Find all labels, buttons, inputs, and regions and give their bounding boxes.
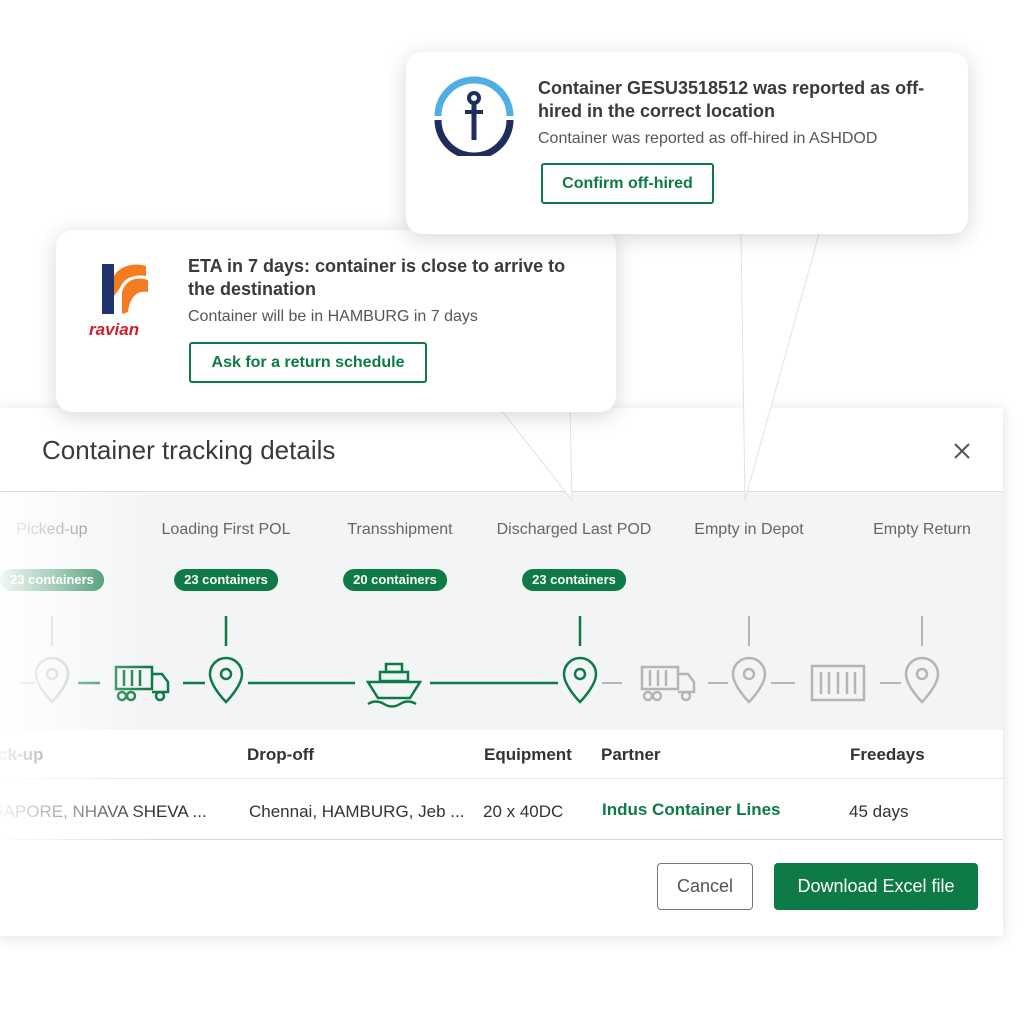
location-pin-icon: [208, 656, 244, 704]
ravian-logo: [102, 264, 148, 314]
column-header-equipment: Equipment: [484, 745, 572, 764]
ask-return-schedule-button[interactable]: Ask for a return schedule: [189, 342, 427, 383]
location-pin-icon: [34, 656, 70, 704]
dialog-title: Container tracking details: [42, 435, 336, 465]
cell-equipment: 20 x 40DC: [483, 802, 564, 821]
table-header: Pick-up Drop-off Equipment Partner Freed…: [0, 730, 1003, 778]
truck-icon: [114, 665, 170, 702]
notification-title: Container GESU3518512 was reported as of…: [538, 78, 925, 121]
notification-title: ETA in 7 days: container is close to arr…: [188, 256, 566, 299]
column-header-partner: Partner: [601, 745, 661, 764]
confirm-off-hired-button[interactable]: Confirm off-hired: [541, 163, 714, 204]
column-header-pickup: Pick-up: [0, 745, 44, 764]
container-count-badge: 23 containers: [174, 569, 278, 591]
speech-bubble-tail: [497, 405, 573, 502]
truck-icon: [640, 665, 696, 702]
download-excel-button[interactable]: Download Excel file: [774, 863, 978, 910]
notification-text: Container will be in HAMBURG in 7 days: [188, 308, 478, 325]
cell-pickup: SINGAPORE, NHAVA SHEVA ...: [0, 802, 207, 821]
stage-label-loading-first-pol: Loading First POL: [161, 521, 291, 538]
location-pin-icon: [731, 656, 767, 704]
ship-icon: [365, 662, 423, 708]
tracking-timeline: Picked-up Loading First POL Transshipmen…: [0, 492, 1003, 730]
location-pin-icon: [904, 656, 940, 704]
notification-card-off-hired: Container GESU3518512 was reported as of…: [406, 52, 968, 234]
container-count-badge: 20 containers: [343, 569, 447, 591]
cell-dropoff: Chennai, HAMBURG, Jeb ...: [249, 802, 465, 821]
table-row[interactable]: SINGAPORE, NHAVA SHEVA ... Chennai, HAMB…: [0, 778, 1003, 840]
stage-label-empty-in-depot: Empty in Depot: [694, 521, 804, 538]
cell-partner-link[interactable]: Indus Container Lines: [602, 800, 781, 819]
ravian-logo-text: ravian: [89, 320, 140, 339]
notification-card-eta: ravian ETA in 7 days: container is close…: [56, 230, 616, 412]
close-icon[interactable]: [946, 435, 978, 467]
notification-text: Container was reported as off-hired in A…: [538, 130, 878, 147]
anchor-logo-icon: [434, 76, 514, 156]
container-icon: [810, 664, 866, 702]
cancel-button[interactable]: Cancel: [657, 863, 753, 910]
stage-label-empty-return: Empty Return: [873, 521, 971, 538]
location-pin-icon: [562, 656, 598, 704]
cell-freedays: 45 days: [849, 802, 909, 821]
container-count-badge: 23 containers: [522, 569, 626, 591]
timeline-track: [20, 616, 940, 708]
column-header-freedays: Freedays: [850, 745, 925, 764]
column-header-dropoff: Drop-off: [247, 745, 315, 764]
stage-label-transshipment: Transshipment: [347, 521, 453, 538]
speech-bubble-tail: [740, 233, 820, 501]
dialog-header: Container tracking details: [0, 408, 1003, 492]
stage-label-discharged-last-pod: Discharged Last POD: [496, 521, 652, 538]
